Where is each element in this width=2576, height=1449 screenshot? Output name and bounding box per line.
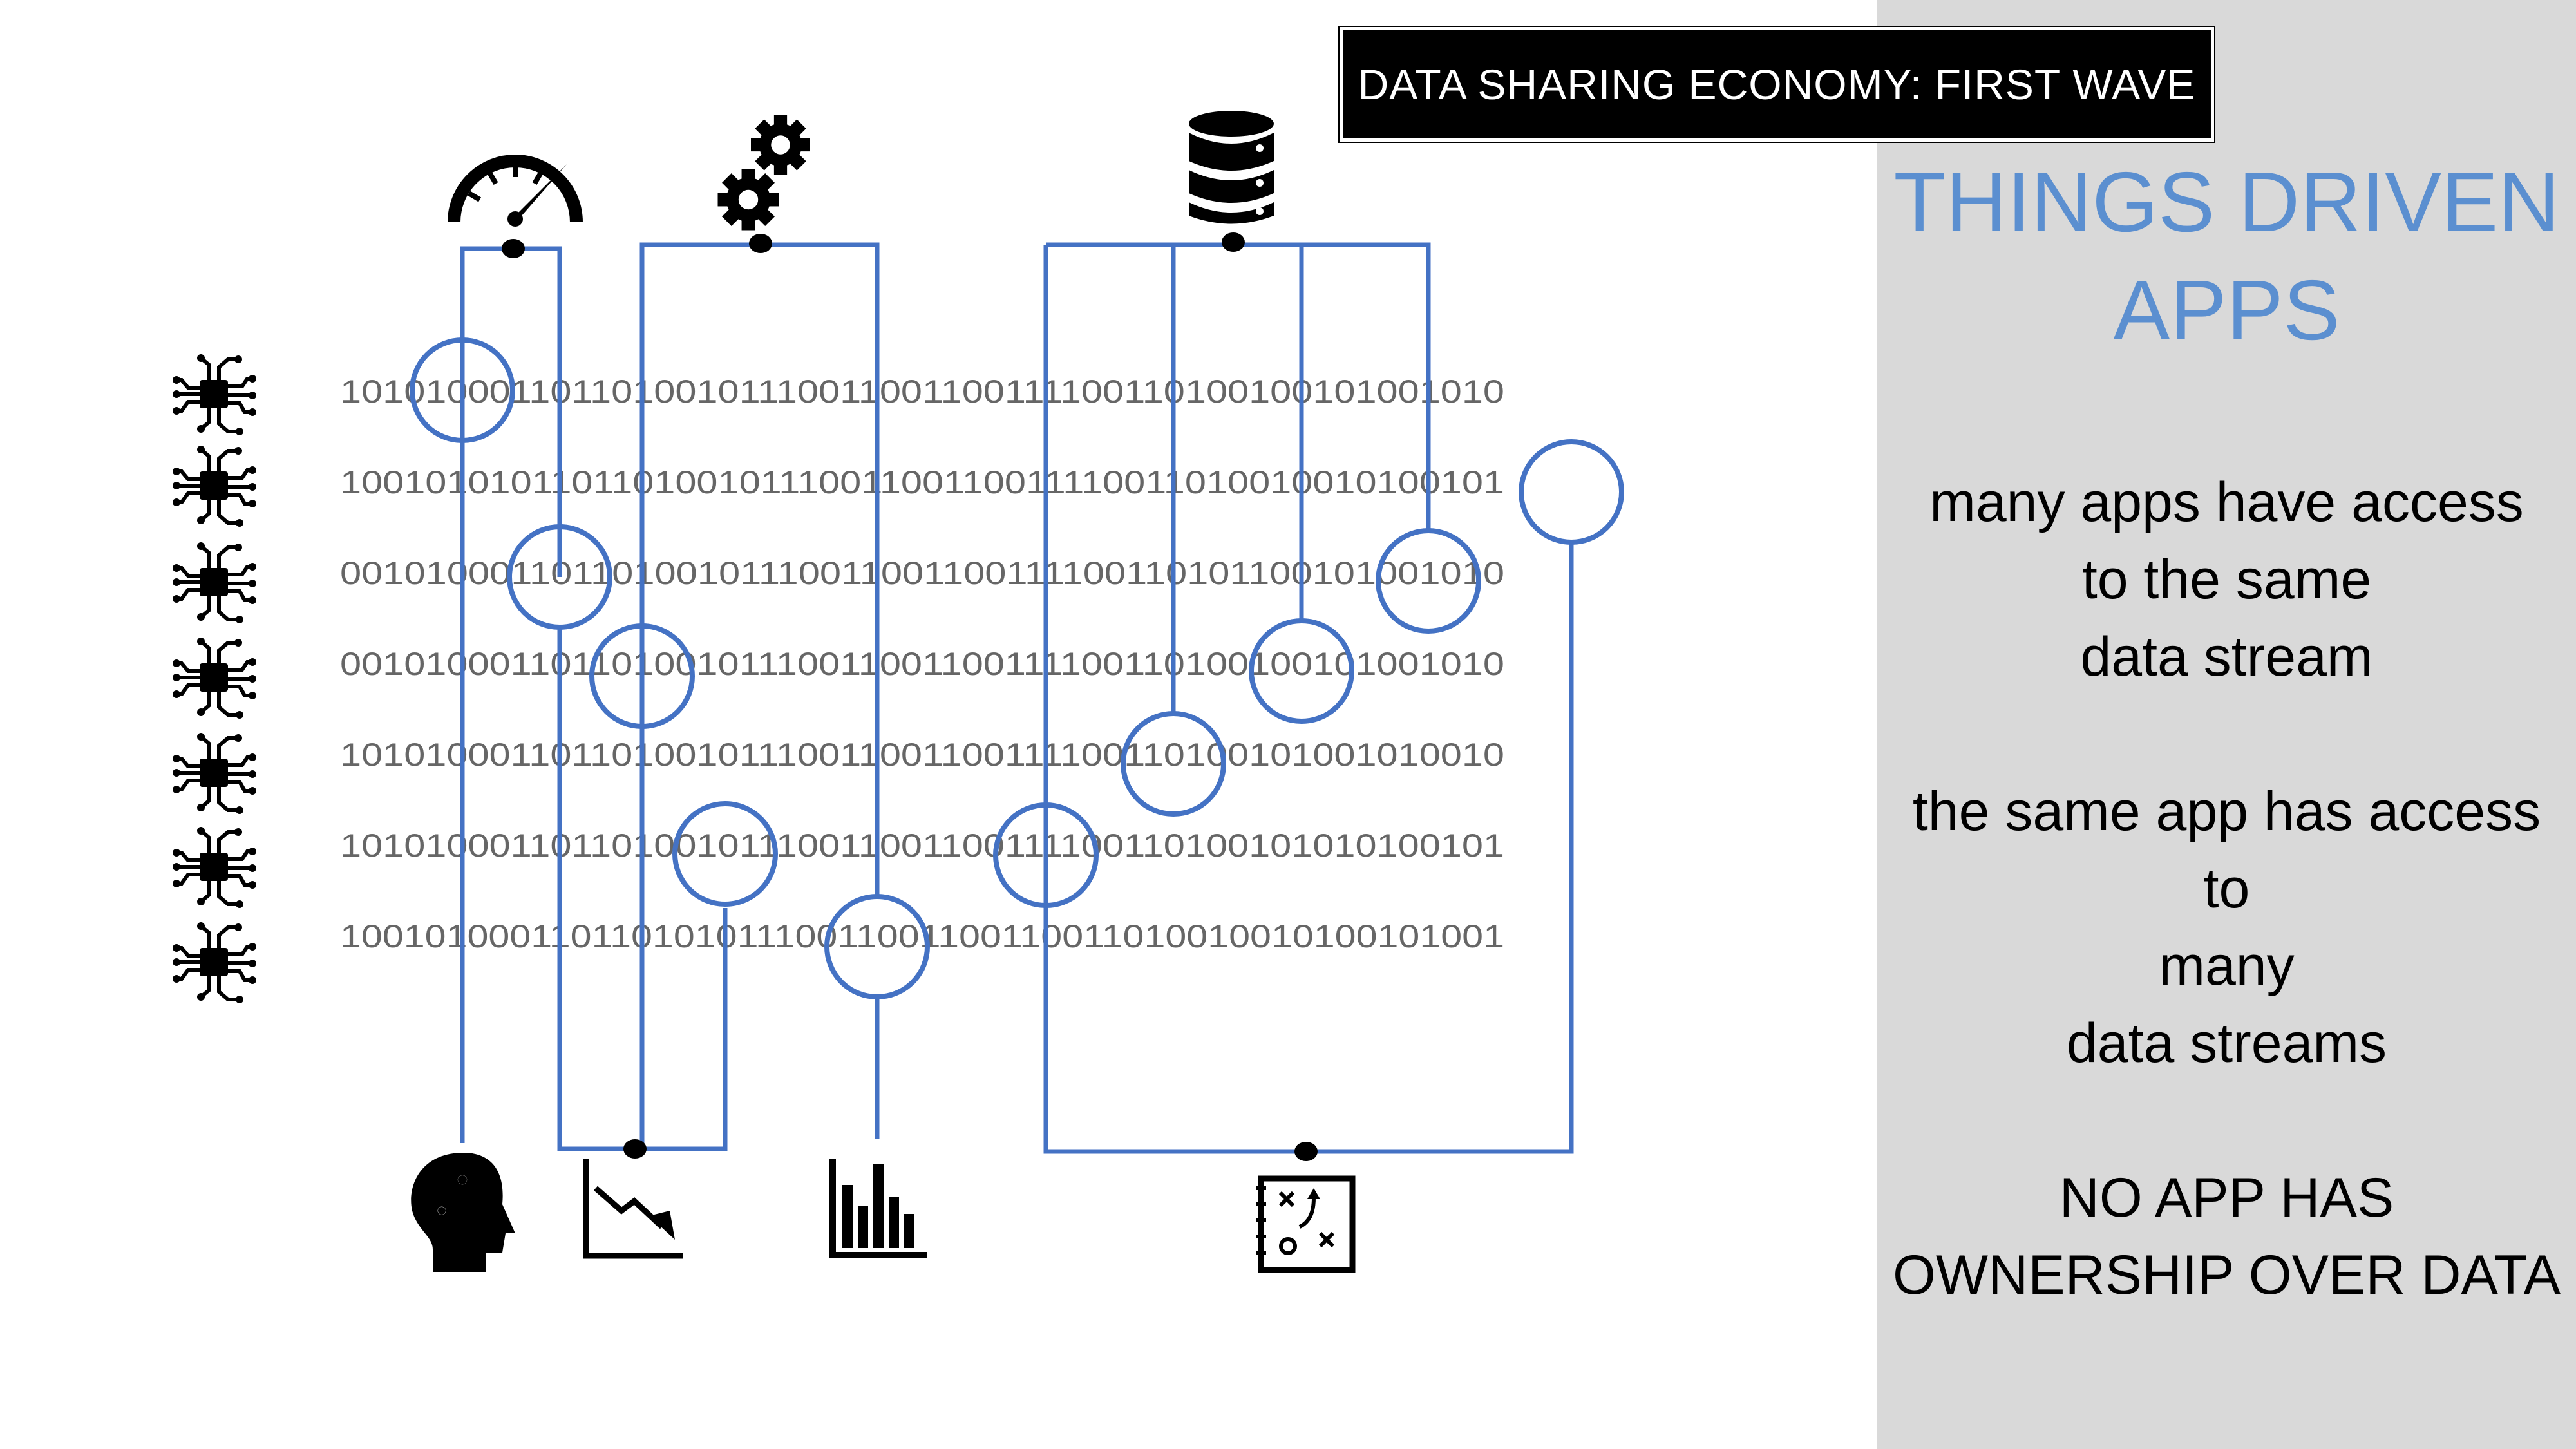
stream-taps: [410, 337, 1624, 999]
side-block-shared-stream: many apps have access to the same data s…: [1877, 464, 2576, 696]
side-text-line: many apps have access: [1929, 471, 2524, 533]
binary-streams: 1010100011011010010111001100110011110011…: [340, 374, 1504, 954]
data-flow-diagram: 1010100011011010010111001100110011110011…: [0, 111, 1624, 1273]
database-icon: [1189, 111, 1274, 224]
circuit-chip-icon: [173, 827, 256, 908]
circuit-chip-icon: [173, 922, 256, 1003]
circuit-chip-icon: [173, 733, 256, 814]
side-block-many-streams: the same app has access to many data str…: [1877, 773, 2576, 1082]
strategy-board-icon: [1256, 1175, 1356, 1273]
tap-circle: [410, 337, 515, 443]
binary-stream-row: 0010100011011010010111001100110011110011…: [340, 555, 1504, 591]
side-text-line: to the same: [2081, 549, 2372, 611]
circuit-chip-icon: [173, 446, 256, 527]
side-text-line: the same app has access: [1912, 781, 2541, 842]
tap-circle: [1519, 439, 1624, 545]
banner-title: DATA SHARING ECONOMY: FIRST WAVE: [1358, 61, 2196, 108]
head-gears-icon: [411, 1153, 515, 1272]
side-heading-line: APPS: [2113, 263, 2340, 357]
tap-circle: [1249, 618, 1354, 724]
binary-stream-row: 1010100011011010010111001100110011110011…: [340, 828, 1504, 864]
binary-stream-row: 1010100011011010010111001100110011110011…: [340, 737, 1504, 773]
junction-dot: [502, 239, 525, 258]
binary-stream-row: 1001010101101101001011100110011001111001…: [340, 464, 1504, 500]
declining-chart-icon: [583, 1159, 683, 1259]
speedometer-icon: [448, 155, 583, 227]
binary-stream-row: 0010100011011010010111001100110011110011…: [340, 646, 1504, 682]
junction-dot: [1294, 1142, 1318, 1161]
bar-chart-icon: [829, 1159, 927, 1258]
side-text-line: NO APP HAS: [2059, 1167, 2394, 1229]
tap-circle: [824, 894, 930, 999]
tap-circle: [1376, 528, 1481, 634]
side-text-line: data stream: [2080, 626, 2373, 688]
side-panel: [1877, 0, 2576, 1449]
gears-icon: [717, 115, 810, 231]
side-heading: THINGS DRIVEN APPS: [1877, 148, 2576, 365]
junction-dot: [623, 1139, 647, 1159]
side-text-line: data streams: [2066, 1012, 2387, 1074]
tap-circle: [672, 801, 778, 907]
junction-dot: [1222, 232, 1245, 252]
junction-dots: [502, 232, 1318, 1161]
circuit-chip-icon: [173, 638, 256, 719]
title-banner: DATA SHARING ECONOMY: FIRST WAVE: [1338, 26, 2215, 143]
tap-circle: [1121, 711, 1226, 817]
binary-stream-row: 1010100011011010010111001100110011110011…: [340, 374, 1504, 410]
circuit-chip-icon: [173, 542, 256, 623]
side-block-ownership: NO APP HAS OWNERSHIP OVER DATA: [1877, 1159, 2576, 1314]
side-text-line: OWNERSHIP OVER DATA: [1893, 1244, 2561, 1306]
tap-circle: [589, 623, 695, 729]
junction-dot: [749, 234, 772, 253]
device-icons: [173, 354, 256, 1003]
side-text-line: many: [2159, 935, 2295, 997]
side-heading-line: THINGS DRIVEN: [1893, 155, 2560, 249]
circuit-chip-icon: [173, 354, 256, 435]
tap-circle: [507, 524, 612, 630]
tap-circle: [993, 802, 1099, 908]
side-text-line: to: [2203, 858, 2250, 920]
